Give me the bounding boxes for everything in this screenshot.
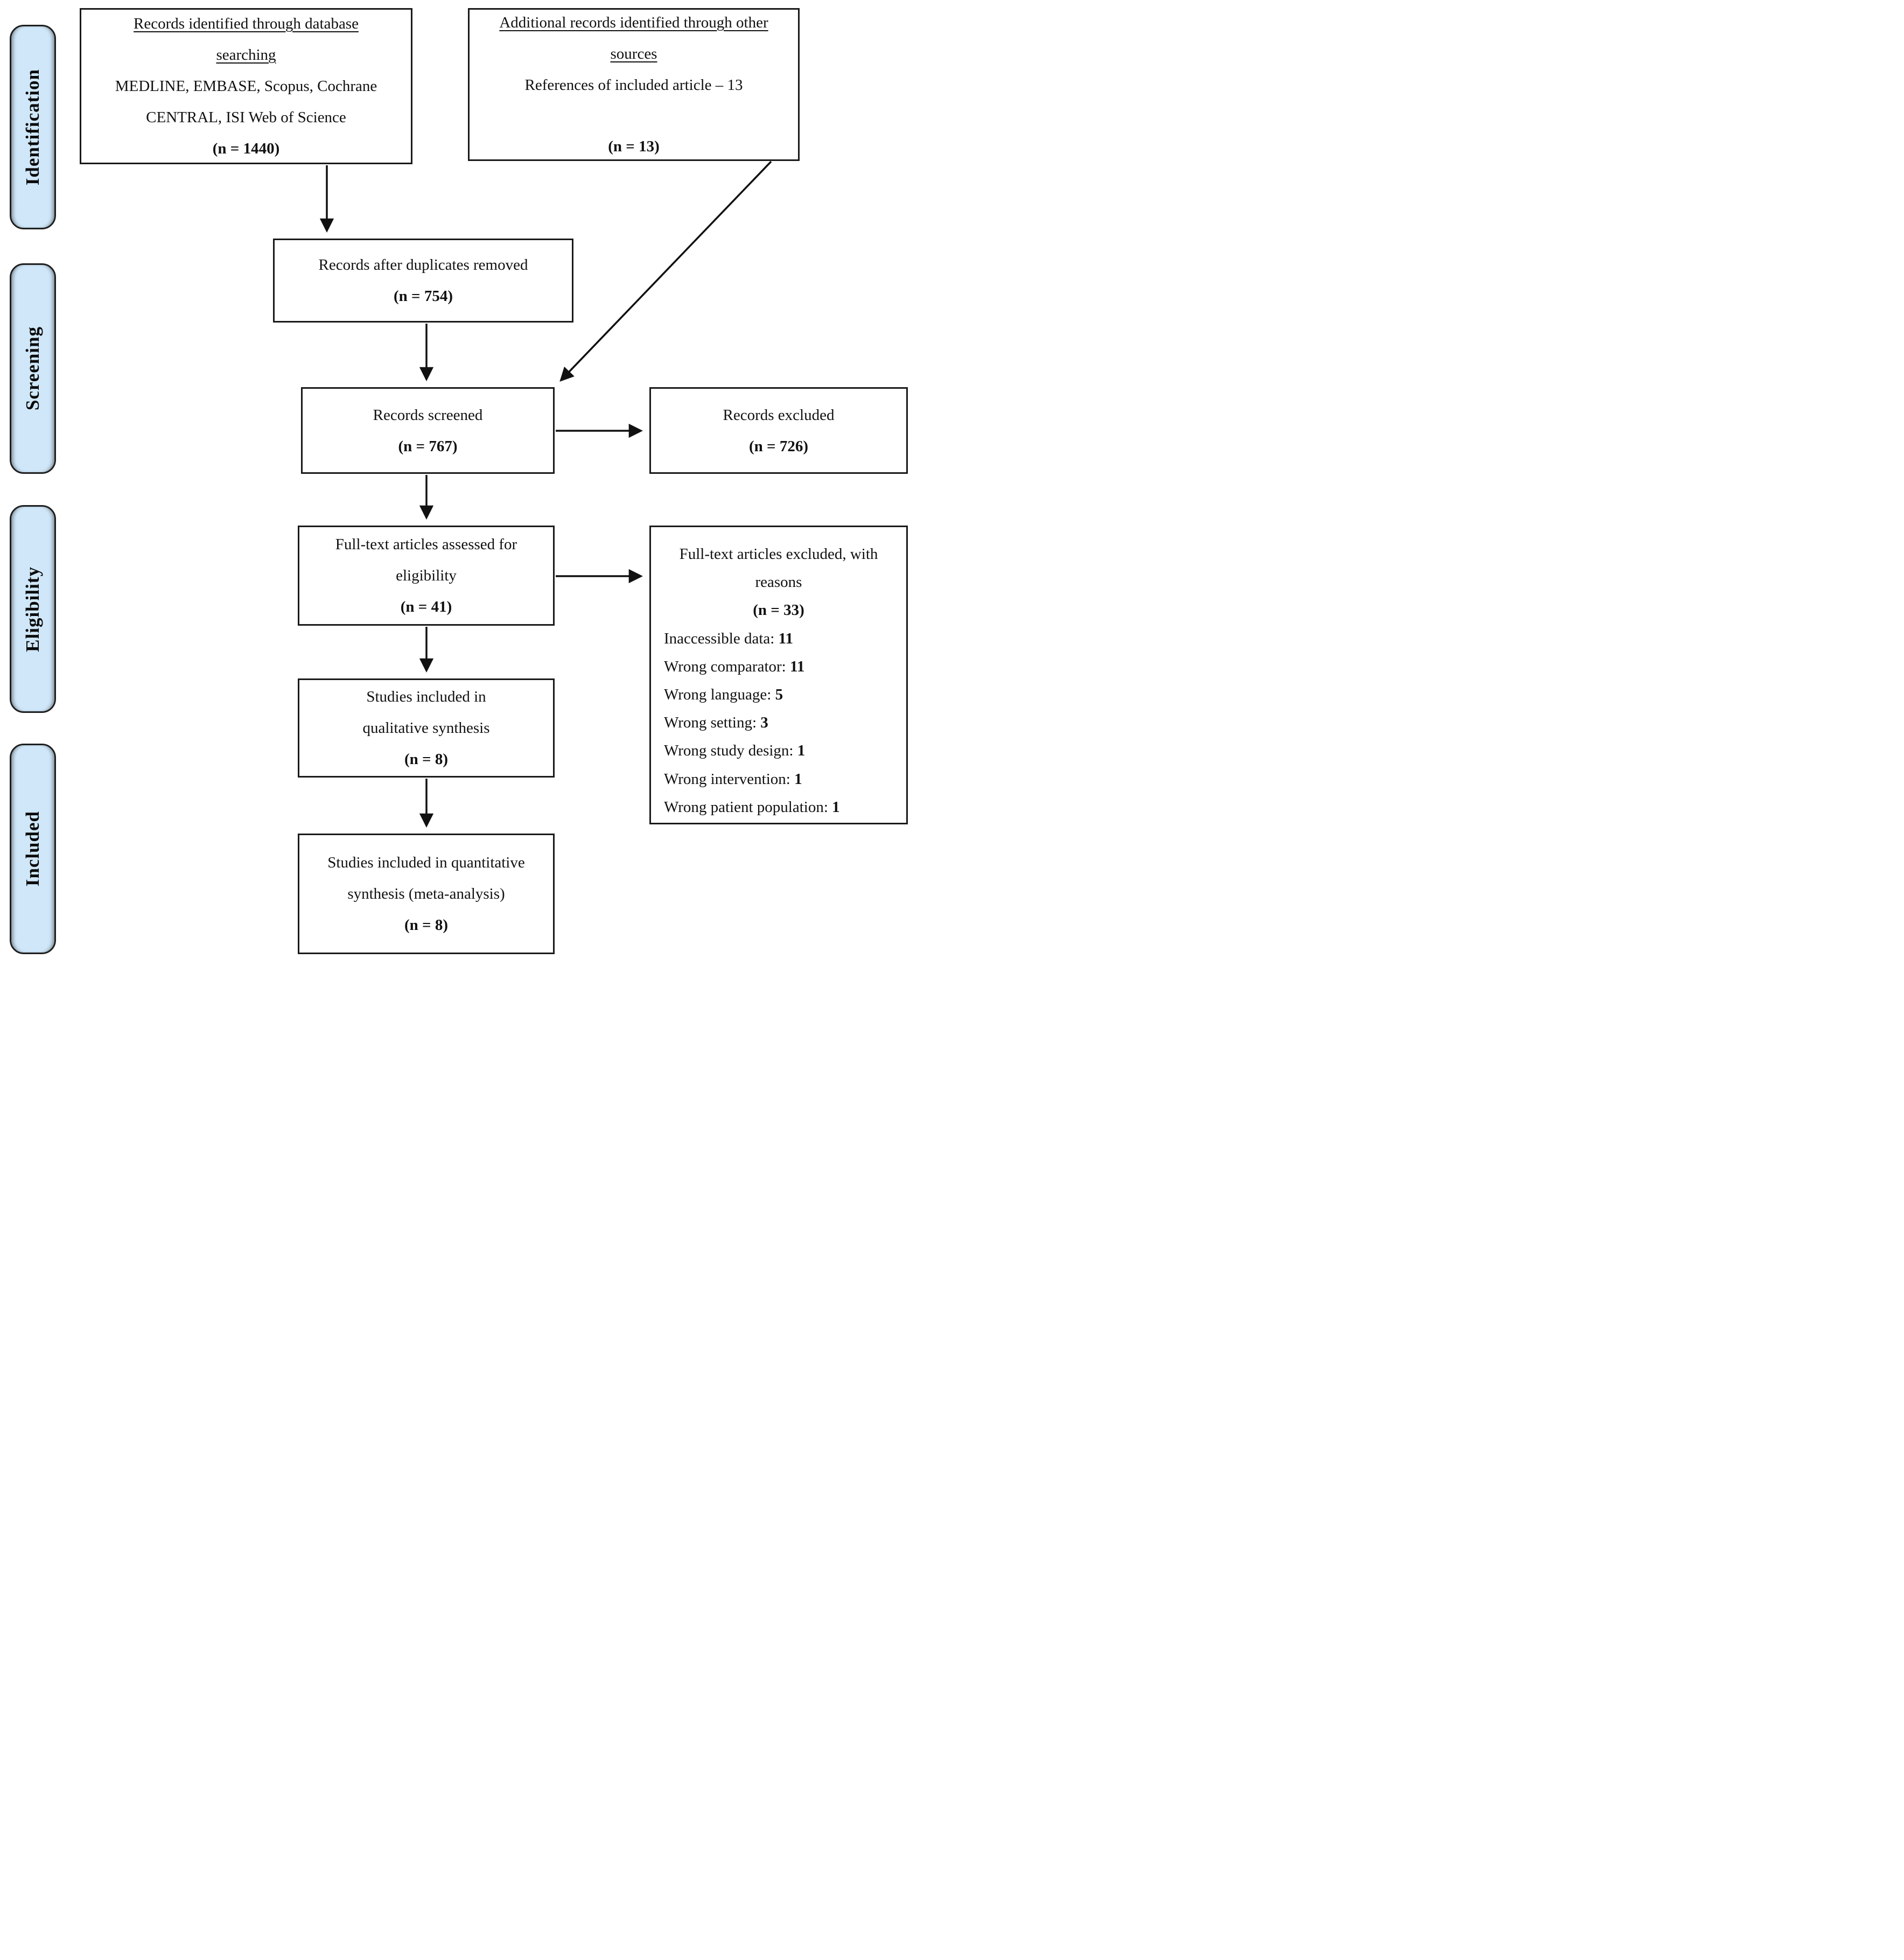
- phase-label-text: Included: [22, 811, 43, 887]
- box-body: Full-text articles assessed for eligibil…: [335, 536, 517, 584]
- phase-label-eligibility: Eligibility: [10, 505, 56, 713]
- box-additional-records-other-sources: Additional records identified through ot…: [468, 8, 800, 161]
- prisma-flow-diagram: Identification Screening Eligibility Inc…: [0, 0, 952, 980]
- box-count: (n = 8): [404, 916, 448, 934]
- reason-label: Wrong setting:: [664, 714, 757, 732]
- box-count: (n = 767): [398, 437, 458, 455]
- box-count: (n = 726): [749, 437, 808, 455]
- box-body: MEDLINE, EMBASE, Scopus, Cochrane CENTRA…: [115, 78, 377, 126]
- box-body: Records screened: [373, 406, 483, 424]
- box-heading: Additional records identified through ot…: [499, 14, 768, 62]
- exclusion-reason: Wrong intervention: 1: [664, 765, 898, 793]
- box-studies-quantitative-synthesis: Studies included in quantitative synthes…: [298, 834, 555, 954]
- box-count: (n = 13): [608, 138, 660, 155]
- box-count: (n = 1440): [212, 140, 280, 157]
- box-count: (n = 41): [400, 598, 452, 615]
- phase-label-identification: Identification: [10, 25, 56, 229]
- reason-label: Wrong patient population:: [664, 798, 828, 816]
- exclusion-reason: Wrong patient population: 1: [664, 793, 898, 821]
- box-studies-qualitative-synthesis: Studies included in qualitative synthesi…: [298, 678, 555, 778]
- reason-label: Wrong comparator:: [664, 657, 786, 675]
- phase-label-text: Identification: [22, 68, 43, 186]
- reason-value: 1: [832, 798, 840, 816]
- phase-label-text: Eligibility: [22, 566, 43, 652]
- box-count: (n = 754): [394, 288, 453, 305]
- exclusion-reason: Wrong study design: 1: [664, 737, 898, 765]
- reason-value: 1: [794, 770, 802, 788]
- box-count: (n = 33): [753, 601, 804, 619]
- box-heading: Records identified through database sear…: [134, 15, 359, 64]
- box-body: Records excluded: [723, 406, 835, 424]
- reason-label: Wrong intervention:: [664, 770, 790, 788]
- reason-value: 3: [760, 714, 768, 732]
- box-full-text-assessed: Full-text articles assessed for eligibil…: [298, 526, 555, 626]
- exclusion-reason: Inaccessible data: 11: [664, 625, 898, 653]
- phase-label-included: Included: [10, 744, 56, 954]
- reason-value: 11: [789, 657, 805, 675]
- box-records-identified-database: Records identified through database sear…: [80, 8, 412, 164]
- exclusion-reasons-list: Inaccessible data: 11 Wrong comparator: …: [660, 625, 898, 821]
- box-body: Studies included in qualitative synthesi…: [362, 688, 490, 737]
- exclusion-reason: Wrong setting: 3: [664, 709, 898, 737]
- box-body: Records after duplicates removed: [318, 256, 528, 274]
- reason-label: Inaccessible data:: [664, 629, 775, 647]
- box-full-text-excluded-with-reasons: Full-text articles excluded, with reason…: [649, 526, 908, 824]
- reason-value: 11: [778, 629, 793, 647]
- exclusion-reason: Wrong language: 5: [664, 681, 898, 709]
- exclusion-reason: Wrong comparator: 11: [664, 653, 898, 681]
- box-records-after-duplicates-removed: Records after duplicates removed (n = 75…: [273, 239, 573, 323]
- box-body: References of included article – 13: [524, 76, 743, 94]
- phase-label-screening: Screening: [10, 263, 56, 474]
- box-count: (n = 8): [404, 751, 448, 768]
- box-body: Studies included in quantitative synthes…: [327, 854, 525, 902]
- box-records-screened: Records screened (n = 767): [301, 387, 555, 474]
- reason-label: Wrong study design:: [664, 742, 794, 760]
- arrow-other-sources-to-screened: [559, 160, 772, 382]
- reason-value: 5: [775, 685, 783, 703]
- phase-label-text: Screening: [22, 326, 43, 411]
- flow-arrows: [319, 160, 772, 828]
- box-heading: Full-text articles excluded, with reason…: [679, 545, 878, 591]
- reason-label: Wrong language:: [664, 685, 772, 703]
- box-records-excluded: Records excluded (n = 726): [649, 387, 908, 474]
- reason-value: 1: [797, 742, 806, 760]
